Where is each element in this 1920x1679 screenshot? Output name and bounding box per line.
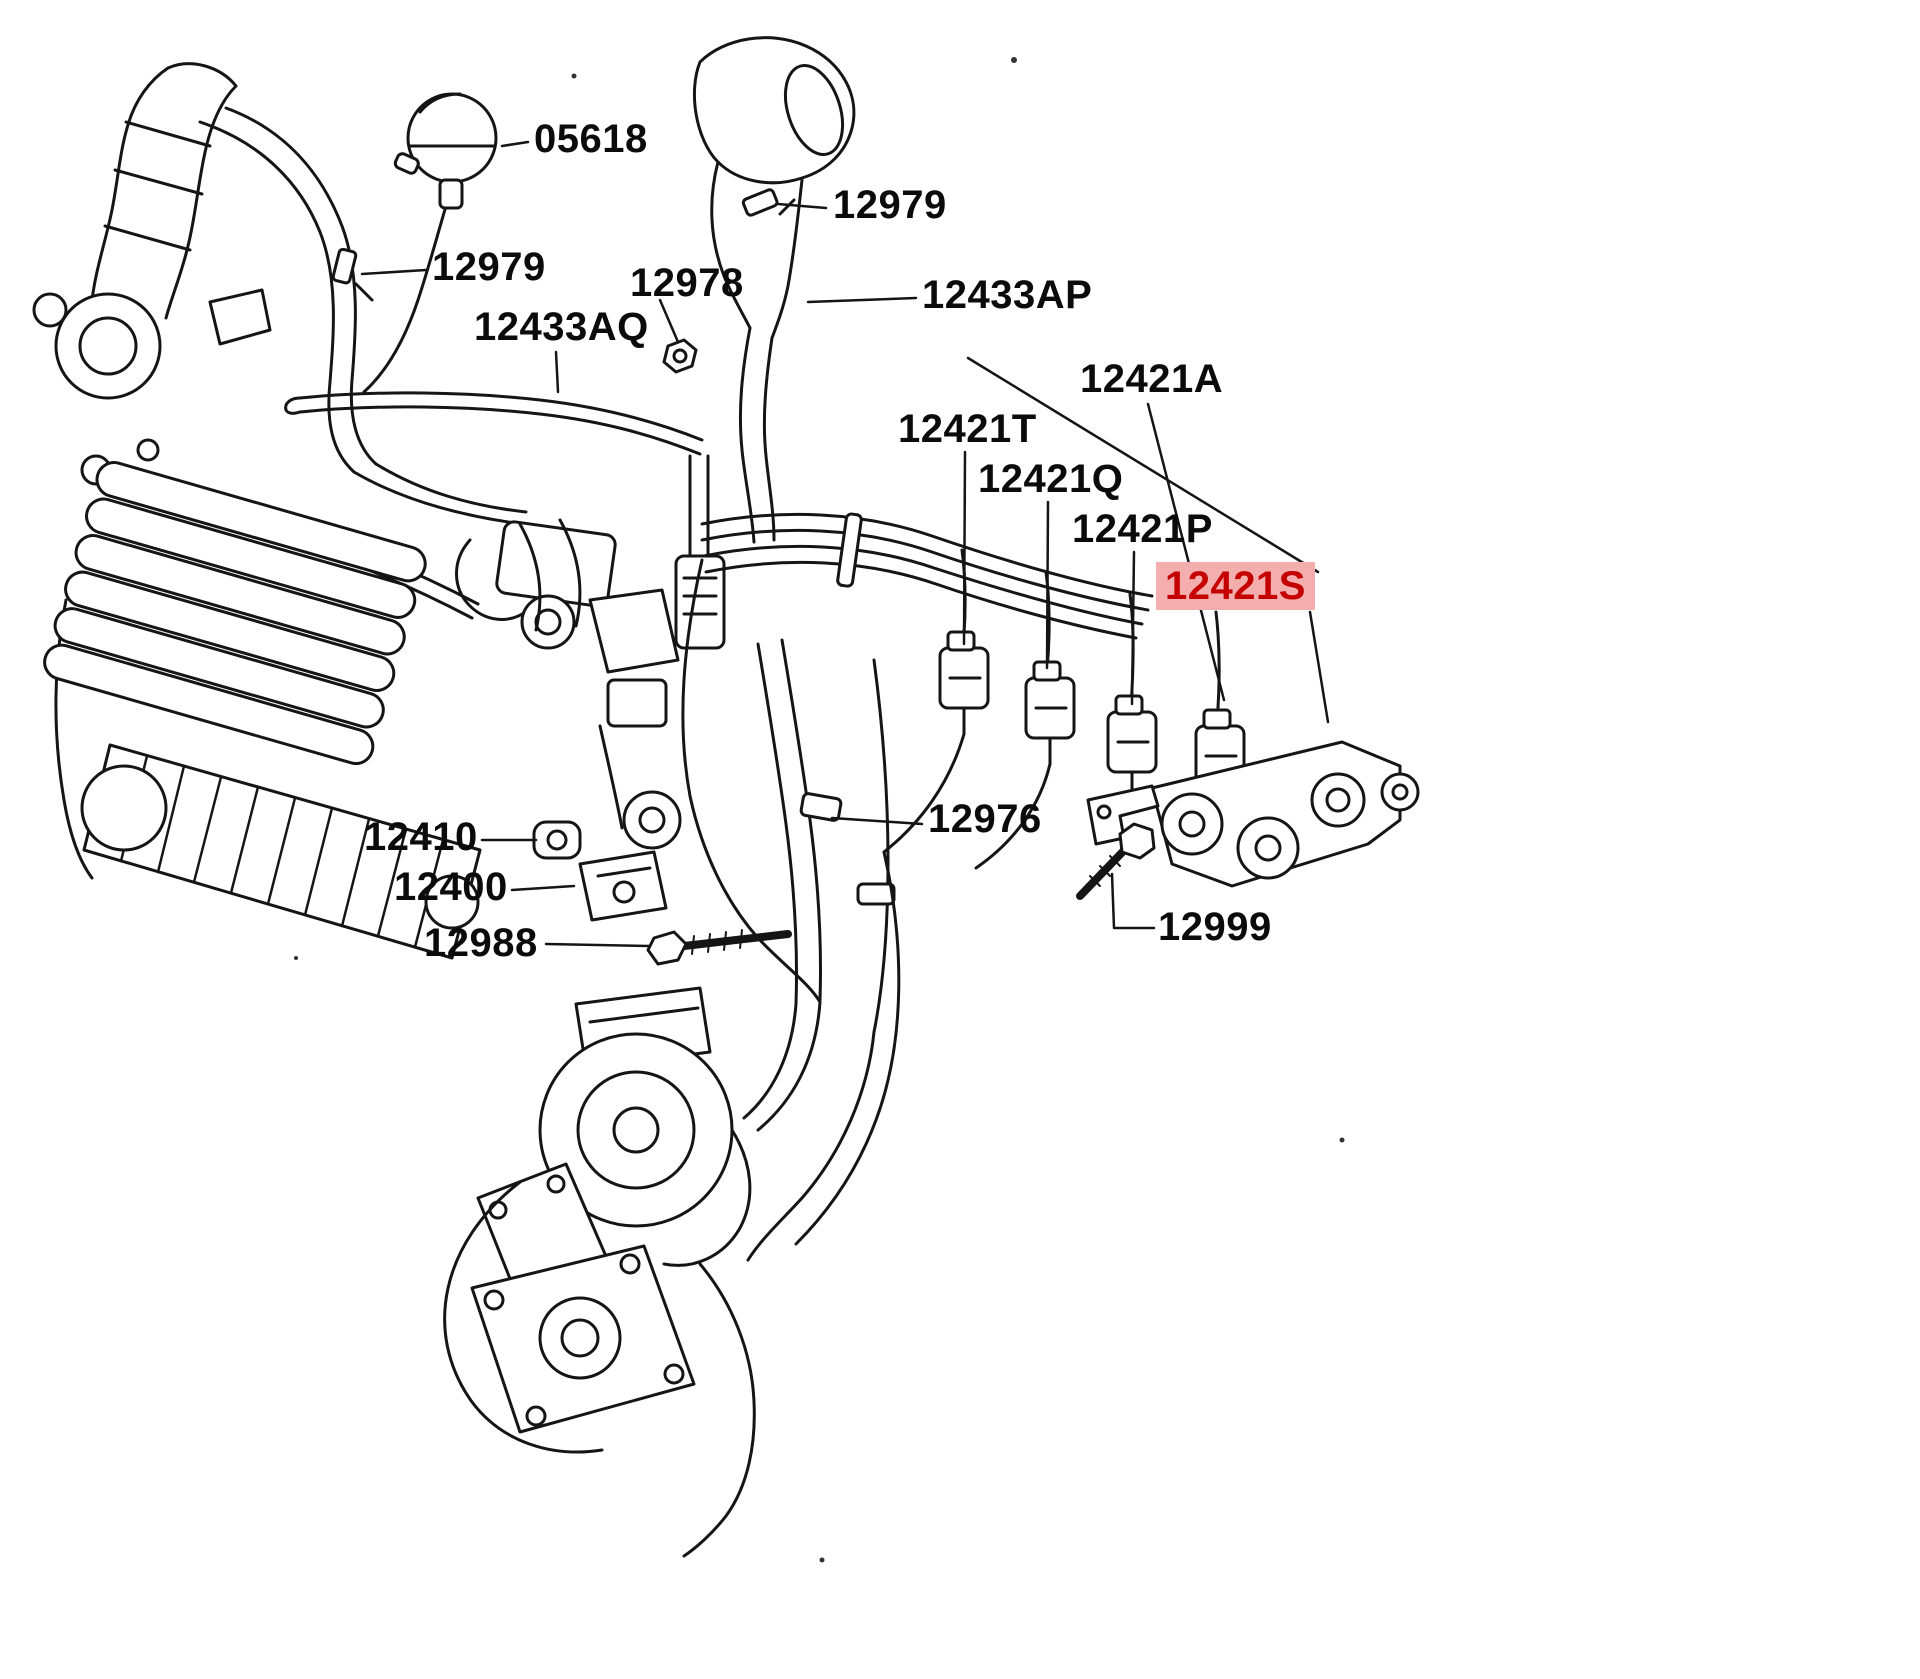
leader-12433ap [806,296,918,304]
center-hoses [681,558,901,1262]
solenoid-valve-bank [882,630,1246,870]
hose-clamp-12979-upper [741,188,779,217]
mount-12410-part [532,820,582,860]
leader-12421-diagonal [966,356,1320,574]
part-label-12421t[interactable]: 12421T [898,407,1037,451]
bolt-12988-part [646,929,792,966]
mounting-bracket-assembly [1086,740,1420,888]
leader-12421p [1130,550,1136,706]
leader-12988 [544,942,652,948]
turbo-inlet-duct [693,36,856,544]
leader-12400 [510,884,576,892]
throttle-body-cluster [455,518,726,830]
leader-12979-upper [776,202,828,210]
leader-12999 [1110,872,1156,930]
vacuum-actuator-05618-part [362,92,498,394]
leader-12421a [1146,402,1226,702]
leader-12421t [962,450,967,646]
left-hose-bundle [198,106,378,474]
leader-12976 [830,816,924,826]
air-intake-assembly [32,62,272,880]
part-label-12400[interactable]: 12400 [394,865,508,909]
part-label-12421s-highlighted[interactable]: 12421S [1156,562,1315,610]
part-label-12978[interactable]: 12978 [630,261,744,305]
leader-12421q [1045,500,1050,670]
part-label-05618[interactable]: 05618 [534,117,648,161]
mount-and-purge-valve [532,790,682,922]
valve-12400-part [578,850,668,922]
hose-clamp-12976-part [799,792,843,822]
part-label-12999[interactable]: 12999 [1158,905,1272,949]
leader-12433aq [554,350,560,394]
part-label-12976[interactable]: 12976 [928,797,1042,841]
intake-manifold [43,461,482,960]
leader-12421s [1308,610,1330,724]
part-label-12433aq[interactable]: 12433AQ [474,305,649,349]
vacuum-pipes-12433aq [284,391,710,562]
speck-dots [294,57,1345,1563]
turbocharger [443,986,756,1558]
part-label-12433ap[interactable]: 12433AP [922,273,1093,317]
part-label-12988[interactable]: 12988 [424,921,538,965]
part-label-12979-left[interactable]: 12979 [432,245,546,289]
part-label-12421a[interactable]: 12421A [1080,357,1224,401]
part-label-12421p[interactable]: 12421P [1072,507,1213,551]
bolt-12999-part [1076,822,1156,900]
nut-12978-part [662,338,698,374]
leader-lines [360,140,1330,948]
part-label-12421q[interactable]: 12421Q [978,457,1124,501]
part-label-12410[interactable]: 12410 [364,815,478,859]
leader-05618 [500,140,530,148]
hose-clamp-12979-left [331,247,358,285]
part-label-12979-upper[interactable]: 12979 [833,183,947,227]
leader-12978 [658,298,680,344]
leader-12979-left [360,268,428,276]
